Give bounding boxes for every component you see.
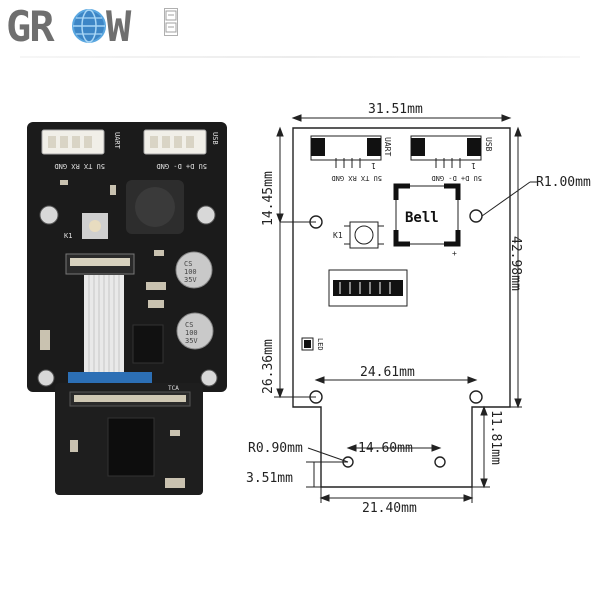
dim-height-total: 42.98mm [508, 236, 523, 291]
mount-hole [196, 205, 216, 225]
dim-left-lower: 26.36mm [261, 339, 276, 394]
globe-icon [72, 9, 106, 43]
dim-sensor-hole-radius: R0.90mm [248, 441, 303, 456]
dim-sensor-offset: 3.51mm [246, 471, 293, 486]
mount-hole [200, 369, 218, 387]
usb-connector [143, 129, 207, 155]
capacitor: CS 100 35V [175, 251, 213, 289]
svg-text:100: 100 [184, 268, 197, 276]
svg-text:100: 100 [185, 329, 198, 337]
seal-stamp [164, 8, 178, 36]
chip [132, 324, 164, 364]
drawing-uart-label: UART [383, 137, 392, 156]
svg-text:CS: CS [185, 321, 193, 329]
hole-right [469, 209, 483, 223]
drawing-uart-pin-one: 1 [371, 161, 376, 170]
sensor-hole-right [434, 456, 446, 468]
board-usb-label: USB [211, 132, 219, 145]
brand-logo: GR W [6, 4, 166, 48]
dim-sensor-hole-span: 14.60mm [358, 441, 413, 456]
drawing-k1-label: K1 [333, 231, 343, 240]
dim-width-top: 31.51mm [368, 102, 423, 117]
mount-hole [39, 205, 59, 225]
dim-hole-radius: R1.00mm [536, 175, 591, 190]
svg-text:35V: 35V [184, 276, 197, 284]
drawing-usb-pins: 5U D+ D- GND [431, 174, 482, 182]
board-usb-pins: 5U D+ D- GND [156, 162, 207, 170]
drawing-uart-connector [310, 135, 382, 168]
drawing-usb-pin-one: 1 [471, 161, 476, 170]
svg-text:GR: GR [6, 4, 55, 48]
drawing-usb-label: USB [484, 137, 493, 152]
drawing-led-label: LED [316, 338, 324, 351]
uart-connector [41, 129, 105, 155]
header-divider [20, 56, 580, 58]
hole-bottom-right [469, 390, 483, 404]
hole-left [309, 215, 323, 229]
svg-text:35V: 35V [185, 337, 198, 345]
dim-left-upper: 14.45mm [261, 171, 276, 226]
drawing-bell [395, 185, 459, 245]
drawing-bell-label: Bell [405, 210, 439, 226]
hole-bottom-left [309, 390, 323, 404]
board-tca-label: TCA [168, 385, 179, 392]
sensor-hole-left [342, 456, 354, 468]
dim-hole-span: 24.61mm [360, 365, 415, 380]
svg-text:CS: CS [184, 260, 192, 268]
board-k1-label: K1 [64, 232, 72, 240]
dim-sensor-width: 21.40mm [362, 501, 417, 516]
mount-hole [37, 369, 55, 387]
drawing-bell-plus: + [452, 249, 457, 258]
board-uart-label: UART [113, 132, 121, 150]
dim-sensor-height: 11.81mm [488, 410, 503, 465]
grow-logo-mark: GR W [6, 4, 134, 48]
drawing-uart-pins: 5U TX RX GND [331, 174, 382, 182]
capacitor: CS 100 35V [176, 312, 214, 350]
sensor-chip [107, 417, 155, 477]
drawing-k1-switch [344, 221, 384, 249]
drawing-usb-connector [410, 135, 482, 168]
board-uart-pins: 5U TX RX GND [54, 162, 105, 170]
